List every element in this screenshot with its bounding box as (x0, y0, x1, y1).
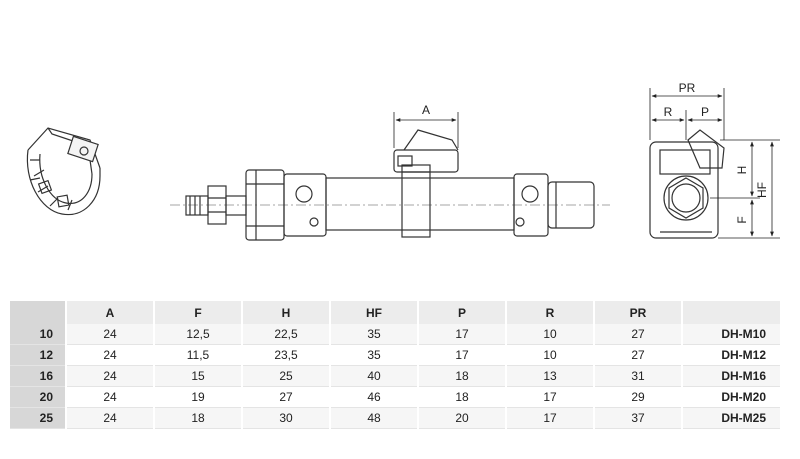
product-code: DH-M25 (682, 407, 782, 429)
table-cell: 18 (418, 386, 507, 408)
table-cell: 27 (594, 324, 683, 345)
dimension-h-hf-f (710, 139, 780, 239)
table-cell: 17 (418, 324, 507, 345)
product-code: DH-M12 (682, 344, 782, 366)
table-cell: 40 (330, 365, 419, 387)
table-row: 25 24 18 30 48 20 17 37 DH-M25 (10, 407, 782, 429)
table-corner (10, 301, 67, 324)
column-header-code (682, 301, 782, 324)
product-code: DH-M20 (682, 386, 782, 408)
column-header: PR (594, 301, 683, 324)
table-row: 20 24 19 27 46 18 17 29 DH-M20 (10, 386, 782, 408)
table-cell: 35 (330, 344, 419, 366)
table-cell: 29 (594, 386, 683, 408)
table-cell: 46 (330, 386, 419, 408)
table-cell: 35 (330, 324, 419, 345)
table-cell: 48 (330, 407, 419, 429)
dimension-pr-r-p (649, 88, 725, 140)
table-cell: 24 (66, 407, 155, 429)
column-header: R (506, 301, 595, 324)
column-header: H (242, 301, 331, 324)
table-cell: 24 (66, 344, 155, 366)
table-cell: 17 (506, 407, 595, 429)
table-cell: 15 (154, 365, 243, 387)
table-cell: 31 (594, 365, 683, 387)
dimensions-table: A F H HF P R PR 10 24 12,5 22,5 35 17 10… (10, 301, 782, 429)
dimension-a (393, 112, 459, 148)
cylinder-side-view (170, 129, 610, 241)
dimension-r-label: R (664, 105, 673, 119)
product-code: DH-M16 (682, 365, 782, 387)
row-size: 10 (10, 324, 67, 345)
table-row: 16 24 15 25 40 18 13 31 DH-M16 (10, 365, 782, 387)
table-cell: 18 (418, 365, 507, 387)
cylinder-end-view (649, 129, 725, 239)
row-size: 16 (10, 365, 67, 387)
table-cell: 25 (242, 365, 331, 387)
table-cell: 27 (242, 386, 331, 408)
table-cell: 12,5 (154, 324, 243, 345)
column-header: F (154, 301, 243, 324)
table-cell: 10 (506, 324, 595, 345)
table-cell: 23,5 (242, 344, 331, 366)
table-cell: 11,5 (154, 344, 243, 366)
dimension-f-label: F (735, 216, 749, 223)
column-header: HF (330, 301, 419, 324)
table-row: 10 24 12,5 22,5 35 17 10 27 DH-M10 (10, 324, 782, 345)
dimension-a-label: A (422, 103, 430, 117)
table-cell: 27 (594, 344, 683, 366)
table-cell: 20 (418, 407, 507, 429)
table-cell: 30 (242, 407, 331, 429)
dimension-hf-label: HF (755, 182, 769, 198)
table-cell: 18 (154, 407, 243, 429)
clamp-isometric-view (26, 127, 101, 216)
table-row: 12 24 11,5 23,5 35 17 10 27 DH-M12 (10, 344, 782, 366)
table-cell: 19 (154, 386, 243, 408)
row-size: 25 (10, 407, 67, 429)
dimension-h-label: H (735, 166, 749, 175)
table-cell: 17 (506, 386, 595, 408)
table-cell: 17 (418, 344, 507, 366)
table-cell: 13 (506, 365, 595, 387)
table-cell: 24 (66, 324, 155, 345)
dimension-p-label: P (701, 105, 709, 119)
row-size: 12 (10, 344, 67, 366)
product-code: DH-M10 (682, 324, 782, 345)
table-cell: 22,5 (242, 324, 331, 345)
column-header: A (66, 301, 155, 324)
technical-drawing: A PR R P H F HF (26, 81, 780, 241)
column-header: P (418, 301, 507, 324)
table-cell: 24 (66, 386, 155, 408)
dimension-pr-label: PR (679, 81, 696, 95)
table-cell: 10 (506, 344, 595, 366)
table-cell: 37 (594, 407, 683, 429)
row-size: 20 (10, 386, 67, 408)
table-cell: 24 (66, 365, 155, 387)
table-header-row: A F H HF P R PR (10, 301, 782, 324)
